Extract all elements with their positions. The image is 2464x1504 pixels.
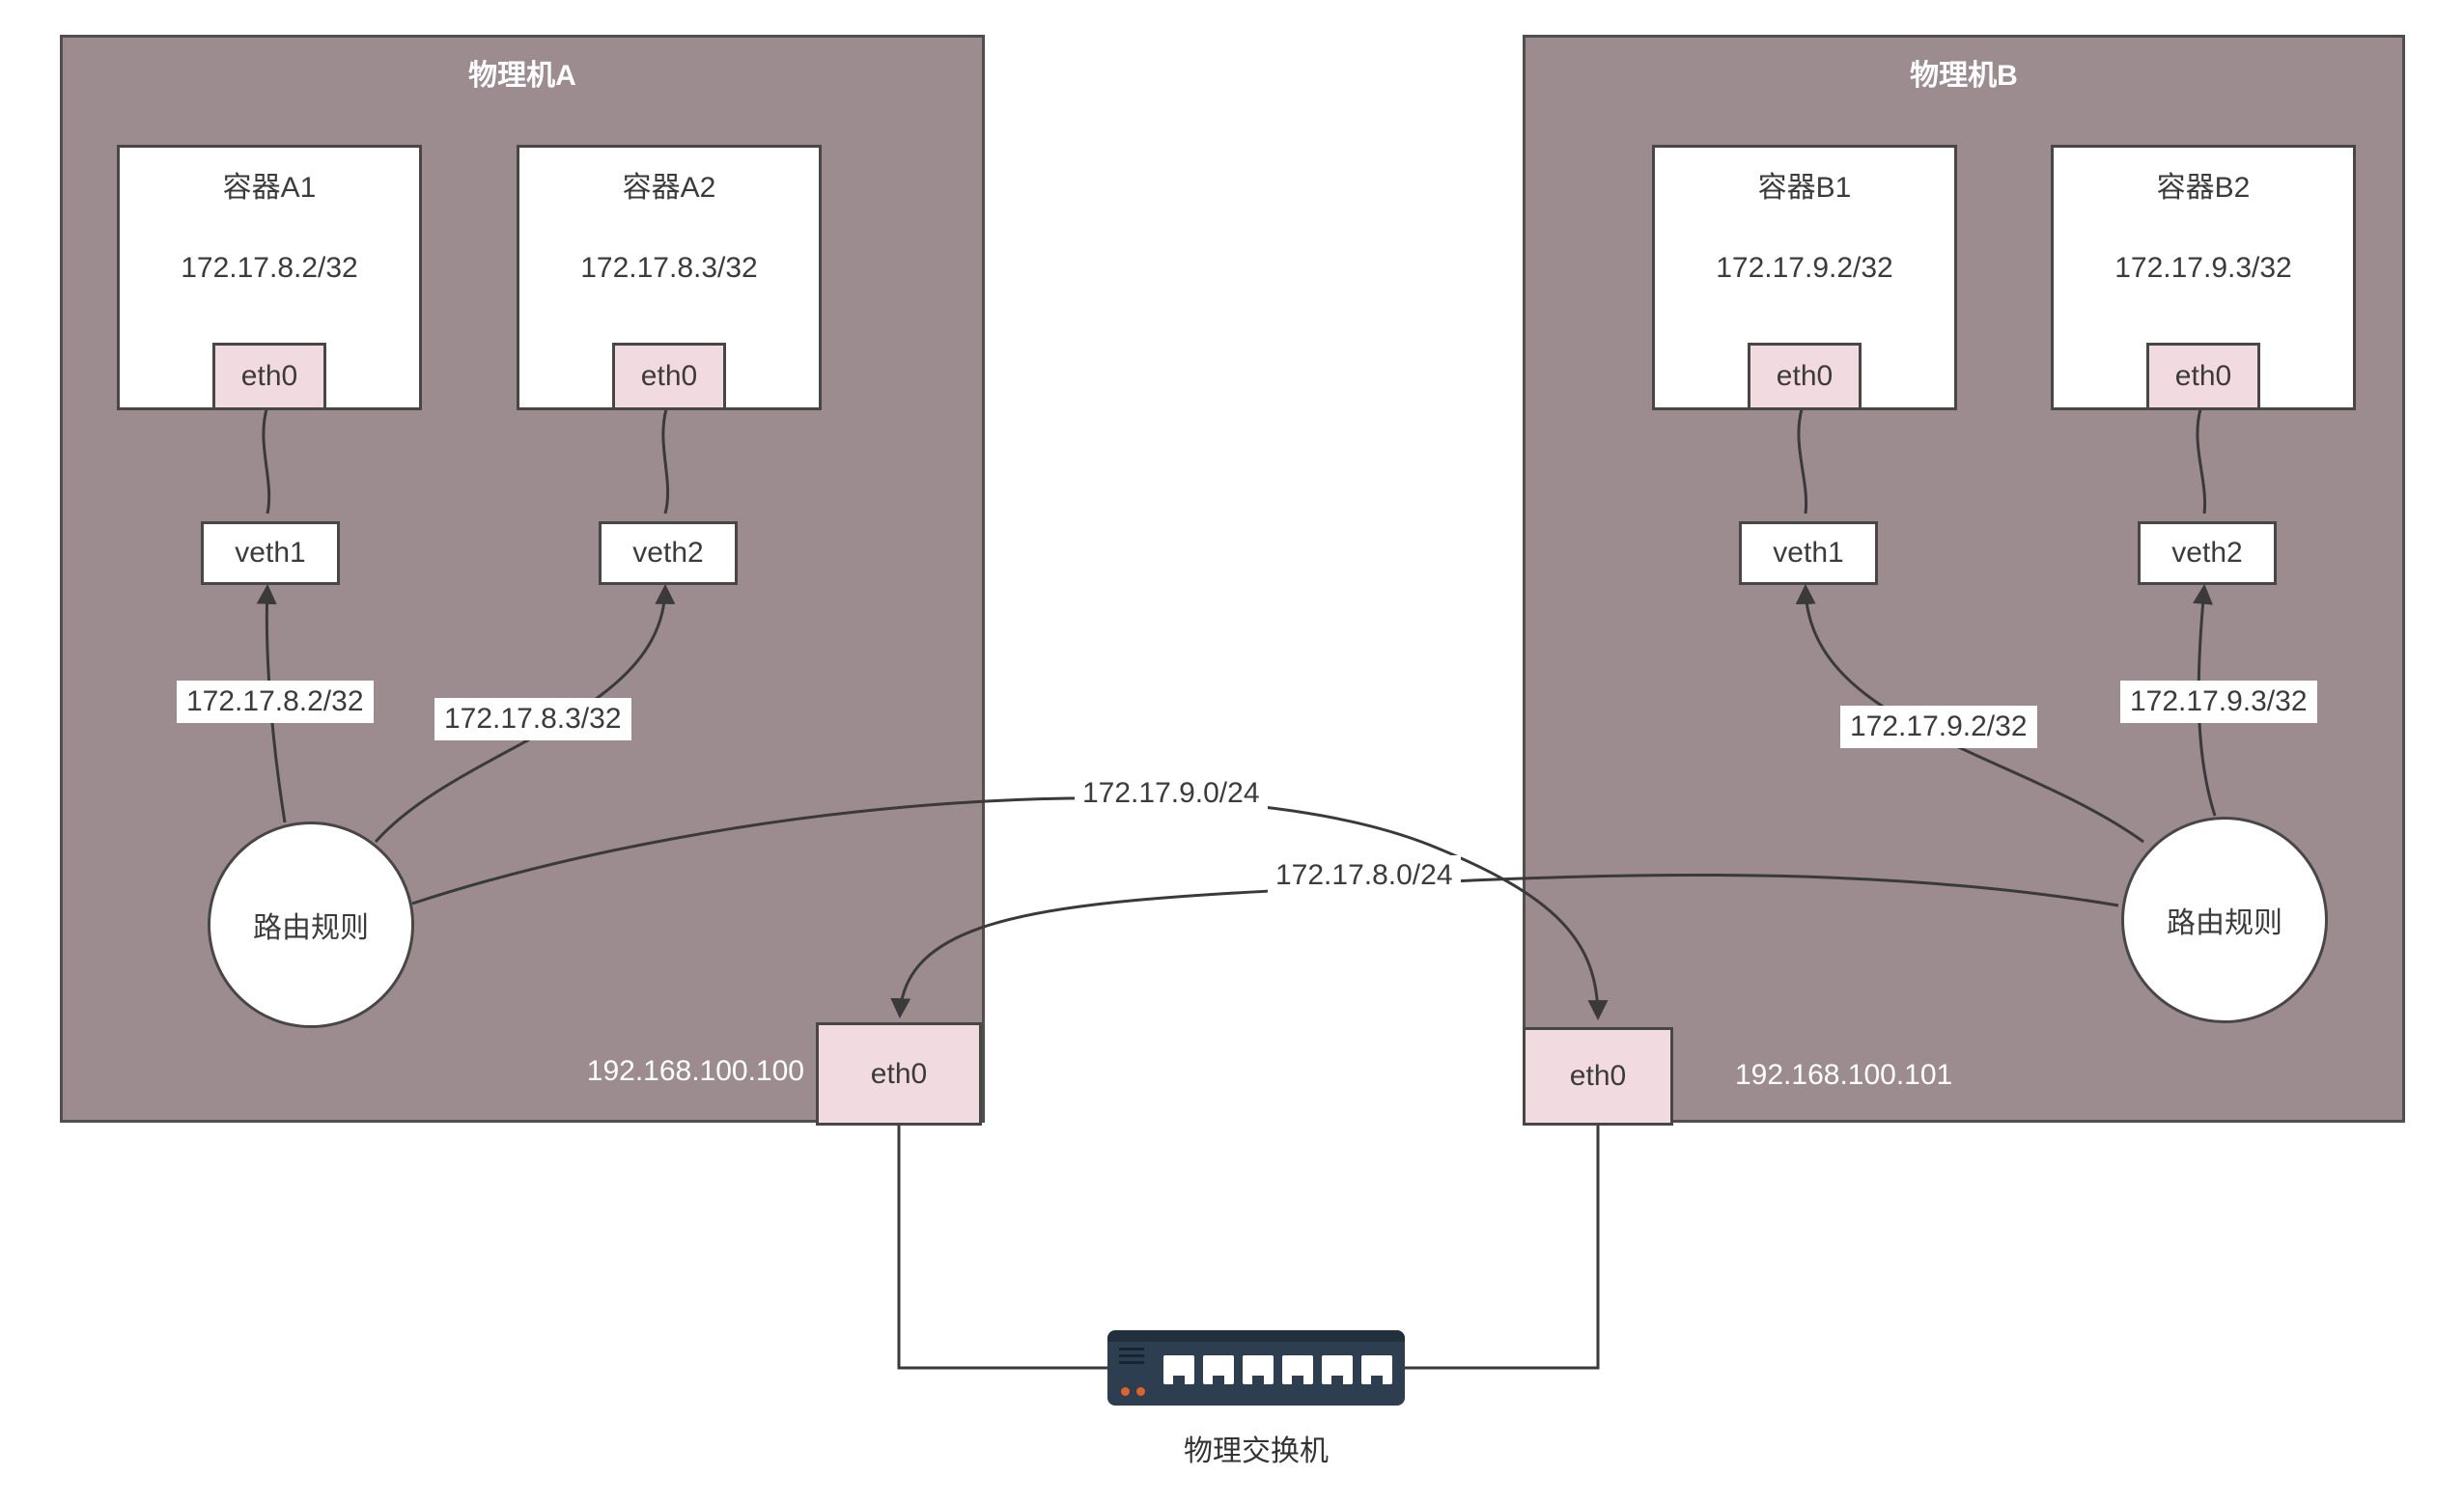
machine-a-router: 路由规则	[208, 822, 414, 1028]
switch-port-icon	[1243, 1355, 1274, 1384]
cross-route-label-1: 172.17.9.0/24	[1075, 773, 1268, 814]
switch-label: 物理交换机	[1184, 1435, 1329, 1467]
container-b2: 容器B2 172.17.9.3/32 eth0	[2051, 145, 2356, 410]
machine-b: 物理机B 容器B1 172.17.9.2/32 eth0 容器B2 172.17…	[1523, 35, 2405, 1126]
switch-port-icon	[1361, 1355, 1392, 1384]
machine-b-route-ip-1: 172.17.9.2/32	[1840, 706, 2037, 748]
machine-a-veth2: veth2	[599, 521, 738, 585]
machine-b-host-ip: 192.168.100.101	[1735, 1059, 1953, 1091]
switch-led	[1136, 1387, 1145, 1396]
link-machine-a-switch	[897, 1123, 1110, 1370]
link-machine-b-switch	[1402, 1123, 1600, 1370]
switch-port-icon	[1163, 1355, 1194, 1384]
container-a1-name: 容器A1	[222, 172, 317, 204]
switch-port-icon	[1203, 1355, 1234, 1384]
container-b1-ip: 172.17.9.2/32	[1716, 252, 1893, 284]
switch-led	[1121, 1387, 1130, 1396]
machine-a: 物理机A 容器A1 172.17.8.2/32 eth0 容器A2 172.17…	[60, 35, 985, 1126]
container-a2-eth0: eth0	[612, 343, 726, 410]
machine-b-router-label: 路由规则	[2167, 907, 2282, 939]
switch-leds	[1121, 1387, 1145, 1396]
container-a1-eth0: eth0	[212, 343, 326, 410]
container-b2-ip: 172.17.9.3/32	[2114, 252, 2292, 284]
machine-a-title: 物理机A	[468, 60, 576, 92]
physical-switch	[1107, 1330, 1405, 1406]
container-b2-eth0: eth0	[2146, 343, 2260, 410]
machine-b-route-ip-2: 172.17.9.3/32	[2120, 681, 2317, 723]
container-a1: 容器A1 172.17.8.2/32 eth0	[117, 145, 422, 410]
machine-b-router: 路由规则	[2121, 817, 2328, 1023]
machine-a-eth0: eth0	[816, 1022, 982, 1126]
machine-b-title: 物理机B	[1910, 60, 2018, 92]
machine-a-route-ip-2: 172.17.8.3/32	[434, 698, 631, 740]
machine-b-eth0: eth0	[1523, 1027, 1673, 1126]
container-b2-name: 容器B2	[2156, 172, 2251, 204]
container-a2-name: 容器A2	[622, 172, 716, 204]
machine-a-router-label: 路由规则	[253, 912, 369, 944]
switch-ports	[1163, 1355, 1392, 1384]
switch-port-icon	[1282, 1355, 1313, 1384]
cross-route-label-2: 172.17.8.0/24	[1268, 855, 1461, 896]
machine-b-veth2: veth2	[2138, 521, 2277, 585]
switch-vent-lines	[1119, 1348, 1144, 1368]
container-b1-eth0: eth0	[1748, 343, 1862, 410]
machine-b-veth1: veth1	[1739, 521, 1878, 585]
switch-port-icon	[1322, 1355, 1353, 1384]
container-b1-name: 容器B1	[1757, 172, 1852, 204]
container-a2-ip: 172.17.8.3/32	[580, 252, 758, 284]
container-a1-ip: 172.17.8.2/32	[181, 252, 358, 284]
machine-a-route-ip-1: 172.17.8.2/32	[177, 681, 374, 723]
container-a2: 容器A2 172.17.8.3/32 eth0	[517, 145, 822, 410]
container-b1: 容器B1 172.17.9.2/32 eth0	[1652, 145, 1957, 410]
machine-a-host-ip: 192.168.100.100	[586, 1055, 804, 1087]
machine-a-veth1: veth1	[201, 521, 340, 585]
